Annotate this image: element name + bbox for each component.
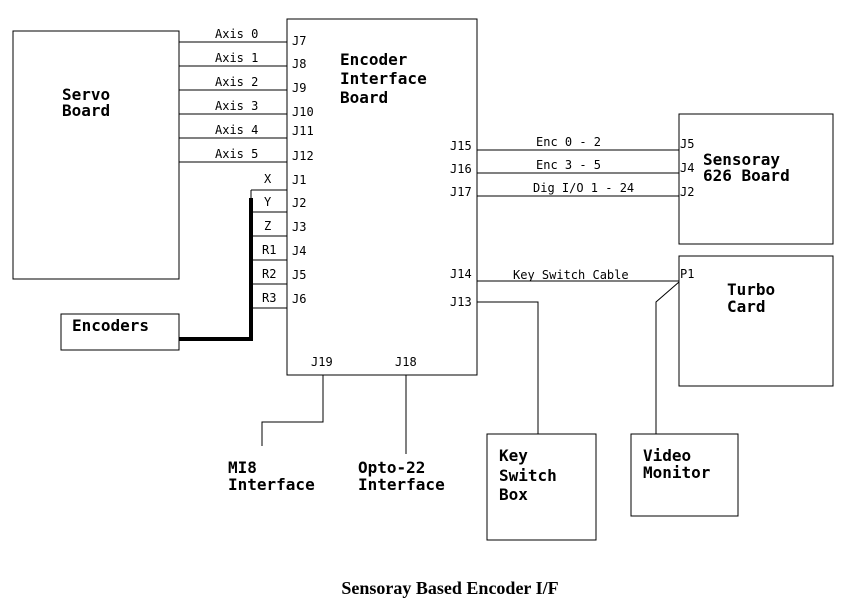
turbo-label-line1: Turbo [727, 280, 775, 299]
encoders-label: Encoders [72, 316, 149, 335]
j2-label: J2 [292, 196, 306, 210]
keyswitch-label-line1: Key [499, 446, 528, 465]
servo-label-line1: Servo [62, 85, 110, 104]
turbo-label-line2: Card [727, 297, 766, 316]
j12-label: J12 [292, 149, 314, 163]
video-label-line1: Video [643, 446, 691, 465]
turbo-p1-label: P1 [680, 267, 694, 281]
video-label-line2: Monitor [643, 463, 710, 482]
sensoray-626-board-box [678, 113, 834, 245]
diagram-title: Sensoray Based Encoder I/F [341, 578, 558, 598]
axis5-label: Axis 5 [215, 147, 258, 161]
j7-label: J7 [292, 34, 306, 48]
servo-label-line2: Board [62, 101, 110, 120]
j19-label: J19 [311, 355, 333, 369]
j19-mi8-wire [261, 375, 324, 446]
keyswitch-label-line2: Switch [499, 466, 557, 485]
keyswitch-label-line3: Box [499, 485, 528, 504]
j15-label: J15 [450, 139, 472, 153]
turbo-card-box [678, 255, 834, 387]
j16-label: J16 [450, 162, 472, 176]
axis4-label: Axis 4 [215, 123, 258, 137]
j3-label: J3 [292, 220, 306, 234]
encoder-if-label-line1: Encoder [340, 50, 407, 69]
j11-label: J11 [292, 124, 314, 138]
axis1-label: Axis 1 [215, 51, 258, 65]
key-switch-cable-label: Key Switch Cable [513, 268, 629, 282]
mi8-label-line1: MI8 [228, 458, 257, 477]
y-label: Y [264, 195, 272, 209]
j9-label: J9 [292, 81, 306, 95]
axis3-label: Axis 3 [215, 99, 258, 113]
sensoray-label-line1: Sensoray [703, 150, 780, 169]
j6-label: J6 [292, 292, 306, 306]
sensoray-j2-label: J2 [680, 185, 694, 199]
enc0-2-label: Enc 0 - 2 [536, 135, 601, 149]
encoder-if-label-line3: Board [340, 88, 388, 107]
digio-label: Dig I/O 1 - 24 [533, 181, 634, 195]
encoder-bus [179, 198, 253, 341]
axis0-label: Axis 0 [215, 27, 258, 41]
j18-label: J18 [395, 355, 417, 369]
opto-label-line2: Interface [358, 475, 445, 494]
j4-label: J4 [292, 244, 306, 258]
sensoray-label-line2: 626 Board [703, 166, 790, 185]
j5-label: J5 [292, 268, 306, 282]
key-switch-box [486, 433, 597, 541]
video-monitor-box [630, 433, 739, 517]
encoder-if-label-line2: Interface [340, 69, 427, 88]
j17-label: J17 [450, 185, 472, 199]
j1-label: J1 [292, 173, 306, 187]
r2-label: R2 [262, 267, 276, 281]
z-label: Z [264, 219, 271, 233]
j10-label: J10 [292, 105, 314, 119]
axis2-label: Axis 2 [215, 75, 258, 89]
r3-label: R3 [262, 291, 276, 305]
turbo-video-wire [655, 281, 680, 434]
r1-label: R1 [262, 243, 276, 257]
x-label: X [264, 172, 272, 186]
j13-label: J13 [450, 295, 472, 309]
sensoray-j4-label: J4 [680, 161, 694, 175]
sensoray-j5-label: J5 [680, 137, 694, 151]
enc3-5-label: Enc 3 - 5 [536, 158, 601, 172]
opto-label-line1: Opto-22 [358, 458, 425, 477]
encoders-box [60, 313, 180, 351]
servo-board-box [12, 30, 180, 280]
j14-label: J14 [450, 267, 472, 281]
mi8-label-line2: Interface [228, 475, 315, 494]
encoder-interface-board-box [286, 18, 478, 376]
j13-keyswitch-wire [477, 301, 539, 434]
j8-label: J8 [292, 57, 306, 71]
